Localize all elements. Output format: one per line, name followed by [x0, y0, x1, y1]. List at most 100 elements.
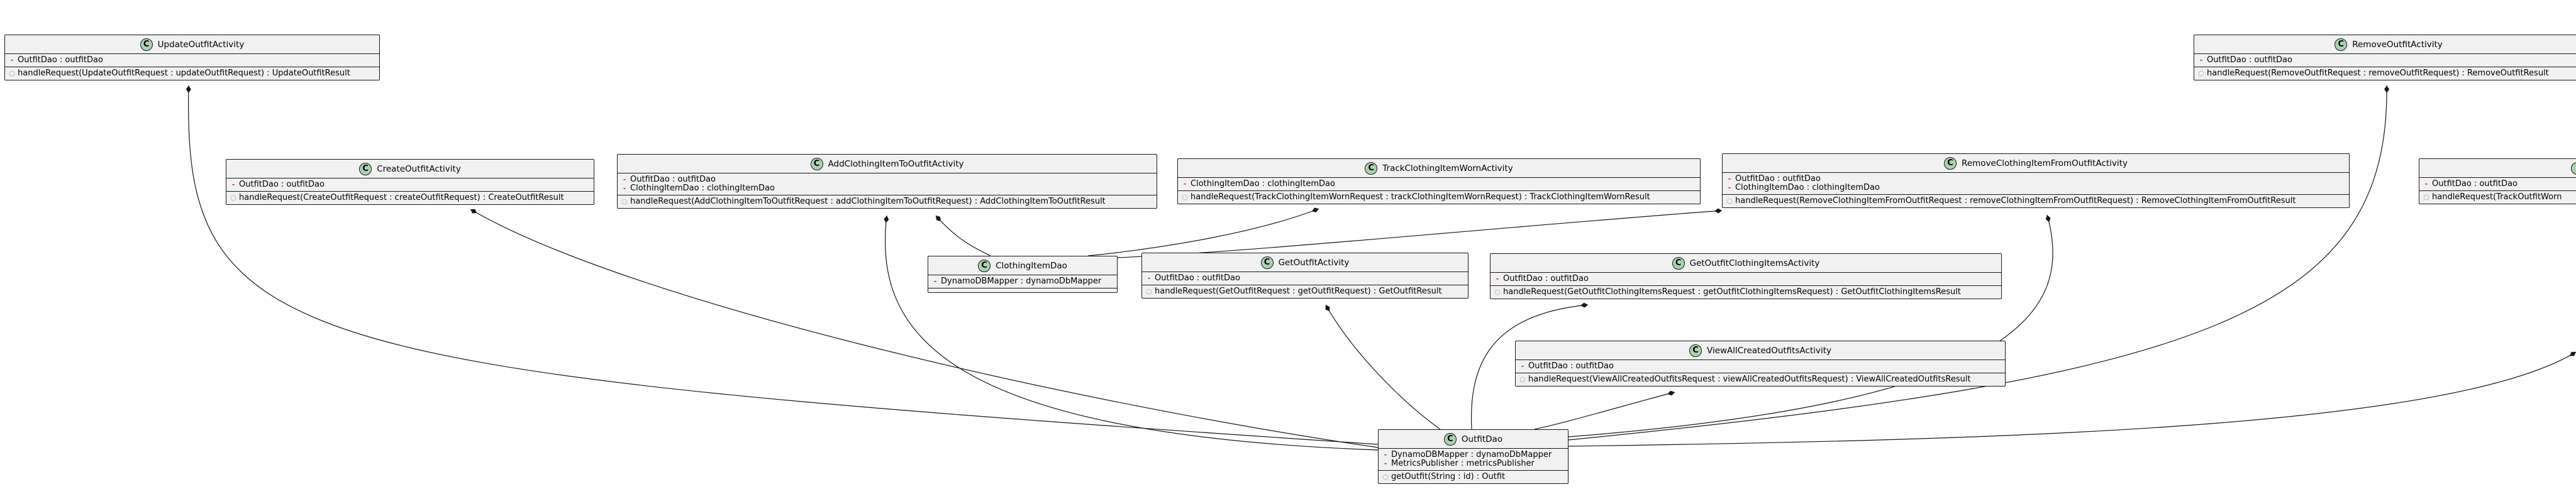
field-text: ClothingItemDao : clothingItemDao: [1735, 183, 1880, 192]
composition-diamond-icon: [884, 216, 889, 223]
class-name: UpdateOutfitActivity: [157, 39, 245, 50]
method-row: ○getOutfit(String : id) : Outfit: [1379, 473, 1568, 481]
composition-diamond-icon: [2384, 85, 2390, 93]
private-marker-icon: -: [1147, 274, 1151, 282]
composition-diamond-icon: [1311, 207, 1319, 212]
method-row: ○handleRequest(RemoveOutfitRequest : rem…: [2194, 69, 2576, 78]
class-fields: -OutfitDao : outfitDao: [2194, 54, 2576, 67]
private-marker-icon: -: [623, 175, 626, 184]
class-methods: ○handleRequest(UpdateOutfitRequest : upd…: [5, 67, 379, 80]
class-name: GetOutfitActivity: [1278, 257, 1350, 268]
class-name: OutfitDao: [1461, 434, 1503, 444]
method-row: ○handleRequest(RemoveClothingItemFromOut…: [1723, 197, 2349, 206]
public-marker-icon: ○: [621, 197, 628, 206]
method-text: handleRequest(UpdateOutfitRequest : upda…: [18, 69, 350, 78]
private-marker-icon: -: [623, 184, 626, 192]
method-text: getOutfit(String : id) : Outfit: [1391, 472, 1506, 481]
field-row: -MetricsPublisher : metricsPublisher: [1379, 459, 1568, 468]
edge-update-outfitDao: [188, 85, 1379, 445]
class-fields: -OutfitDao : outfitDao: [1491, 273, 2001, 286]
class-stereotype-icon: C: [1365, 162, 1378, 175]
class-stereotype-icon: [2571, 162, 2576, 175]
class-trackOutfit[interactable]: -OutfitDao : outfitDao○handleRequest(Tra…: [2419, 158, 2576, 204]
private-marker-icon: -: [231, 180, 235, 189]
class-stereotype-icon: C: [359, 162, 372, 175]
class-header: C GetOutfitActivity: [1142, 253, 1468, 272]
public-marker-icon: ○: [230, 194, 236, 202]
class-methods: [928, 288, 1117, 292]
private-marker-icon: -: [1496, 275, 1499, 283]
class-fields: -OutfitDao : outfitDao: [226, 178, 594, 192]
composition-diamond-icon: [1714, 208, 1722, 214]
class-getOutfit[interactable]: C GetOutfitActivity -OutfitDao : outfitDao…: [1141, 253, 1468, 299]
public-marker-icon: ○: [1146, 287, 1152, 295]
class-stereotype-icon: C: [140, 38, 153, 51]
field-row: -DynamoDBMapper : dynamoDbMapper: [928, 277, 1117, 286]
class-methods: ○handleRequest(TrackClothingItemWornRequ…: [1178, 191, 1700, 204]
class-header: C UpdateOutfitActivity: [5, 35, 379, 54]
method-row: ○handleRequest(GetOutfitRequest : getOut…: [1142, 287, 1468, 296]
public-marker-icon: ○: [1494, 288, 1501, 296]
field-text: OutfitDao : outfitDao: [1503, 274, 1589, 283]
class-header: C RemoveClothingItemFromOutfitActivity: [1723, 154, 2349, 173]
edge-getItems-outfitDao: [1470, 304, 1589, 430]
field-row: -ClothingItemDao : clothingItemDao: [1723, 184, 2349, 192]
class-methods: ○handleRequest(ViewAllCreatedOutfitsRequ…: [1516, 373, 2005, 386]
private-marker-icon: -: [2199, 56, 2203, 64]
class-methods: ○getOutfit(String : id) : Outfit: [1379, 471, 1568, 483]
class-fields: -ClothingItemDao : clothingItemDao: [1178, 178, 1700, 191]
field-text: OutfitDao : outfitDao: [2432, 179, 2518, 189]
field-text: OutfitDao : outfitDao: [1528, 361, 1614, 371]
private-marker-icon: -: [2424, 180, 2428, 188]
field-text: OutfitDao : outfitDao: [2207, 55, 2292, 65]
class-stereotype-icon: C: [1944, 156, 1957, 170]
class-fields: -OutfitDao : outfitDao: [2419, 178, 2576, 191]
public-marker-icon: ○: [2423, 193, 2429, 201]
composition-diamond-icon: [936, 216, 941, 222]
class-fields: -OutfitDao : outfitDao: [1142, 272, 1468, 285]
edge-removeItem-outfitDao: [1568, 214, 2053, 437]
method-row: ○handleRequest(GetOutfitClothingItemsReq…: [1491, 288, 2001, 297]
public-marker-icon: ○: [2198, 69, 2204, 77]
composition-diamond-icon: [2045, 215, 2051, 222]
method-text: handleRequest(RemoveClothingItemFromOutf…: [1735, 196, 2296, 206]
class-name: RemoveClothingItemFromOutfitActivity: [1962, 158, 2128, 168]
field-text: MetricsPublisher : metricsPublisher: [1391, 459, 1535, 468]
class-methods: ○handleRequest(AddClothingItemToOutfitRe…: [618, 195, 1157, 208]
method-row: ○handleRequest(AddClothingItemToOutfitRe…: [618, 197, 1157, 206]
field-text: OutfitDao : outfitDao: [1155, 273, 1240, 283]
field-row: -OutfitDao : outfitDao: [2419, 180, 2576, 189]
class-fields: -DynamoDBMapper : dynamoDbMapper: [928, 275, 1117, 288]
class-name: GetOutfitClothingItemsActivity: [1689, 258, 1820, 268]
public-marker-icon: ○: [9, 69, 15, 77]
composition-diamond-icon: [2569, 351, 2576, 356]
field-row: -ClothingItemDao : clothingItemDao: [618, 184, 1157, 193]
composition-diamond-icon: [470, 209, 477, 214]
method-row: ○handleRequest(CreateOutfitRequest : cre…: [226, 194, 594, 202]
field-row: -OutfitDao : outfitDao: [1491, 275, 2001, 283]
field-row: -ClothingItemDao : clothingItemDao: [1178, 180, 1700, 189]
composition-diamond-icon: [1325, 305, 1330, 312]
composition-diamond-icon: [186, 85, 191, 93]
method-text: handleRequest(ViewAllCreatedOutfitsReque…: [1528, 375, 1971, 384]
class-header: [2419, 159, 2576, 178]
class-stereotype-icon: C: [1260, 256, 1274, 269]
